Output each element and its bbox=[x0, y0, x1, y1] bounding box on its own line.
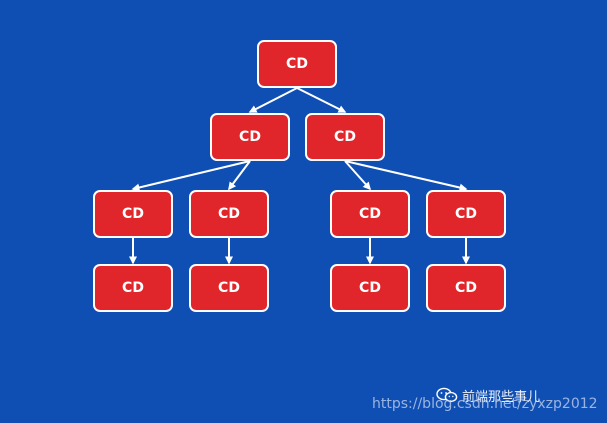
watermark-brand: 前端那些事儿 bbox=[462, 390, 541, 405]
edge-l1-right-to-l2-c bbox=[344, 160, 371, 191]
node-root: CD bbox=[257, 40, 337, 88]
node-l3-d: CD bbox=[426, 264, 506, 312]
edge-root-to-l1-right bbox=[296, 87, 347, 113]
node-l2-a: CD bbox=[93, 190, 173, 238]
node-l2-d: CD bbox=[426, 190, 506, 238]
node-l2-c: CD bbox=[330, 190, 410, 238]
edge-l1-left-to-l2-a bbox=[131, 160, 251, 192]
node-l3-c: CD bbox=[330, 264, 410, 312]
edge-l1-left-to-l2-b bbox=[228, 160, 251, 191]
node-l1-left: CD bbox=[210, 113, 290, 161]
edge-root-to-l1-left bbox=[248, 87, 298, 113]
wechat-icon bbox=[436, 387, 458, 403]
edge-l1-right-to-l2-d bbox=[344, 160, 468, 192]
watermark-url: https://blog.csdn.net/zyxzp2012 bbox=[372, 396, 598, 412]
node-l1-right: CD bbox=[305, 113, 385, 161]
node-l2-b: CD bbox=[189, 190, 269, 238]
node-l3-b: CD bbox=[189, 264, 269, 312]
watermark: 前端那些事儿 https://blog.csdn.net/zyxzp2012 bbox=[372, 386, 602, 420]
node-l3-a: CD bbox=[93, 264, 173, 312]
